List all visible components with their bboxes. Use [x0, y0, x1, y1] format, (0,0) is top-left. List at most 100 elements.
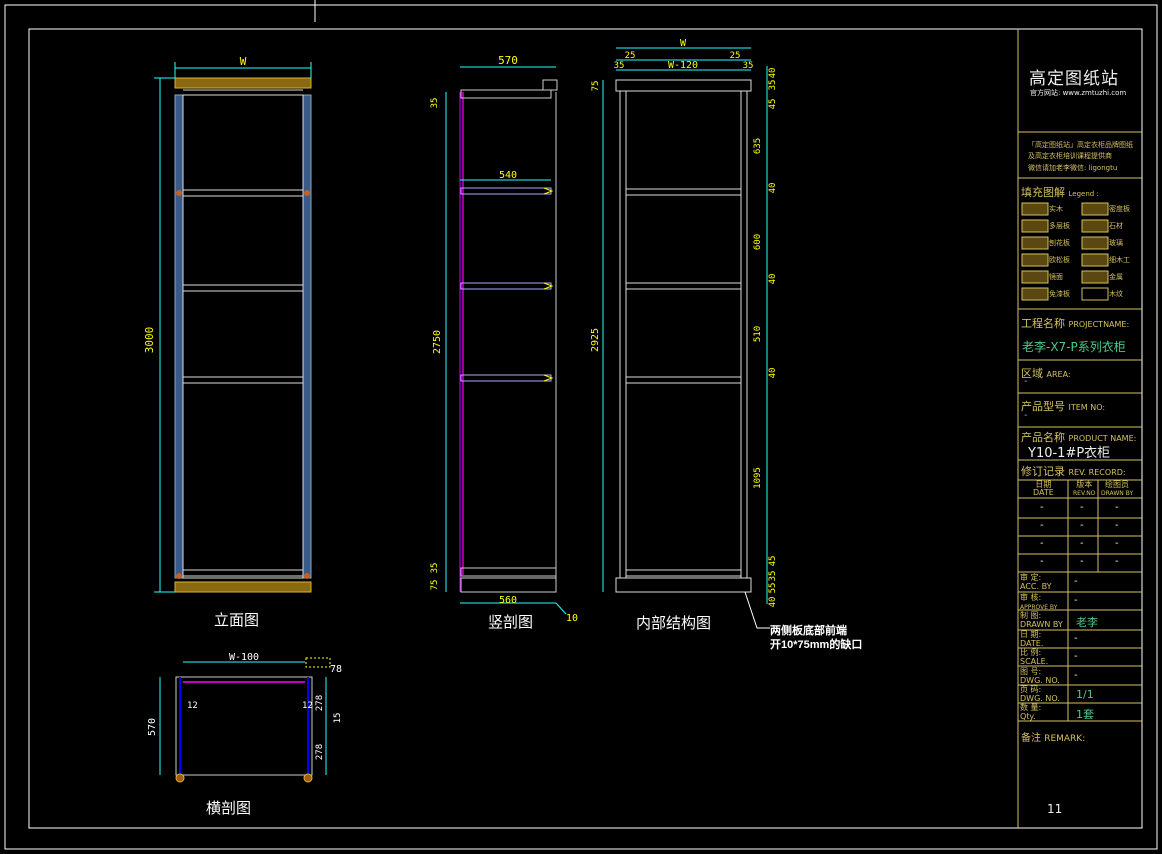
- field-qty-label: 数 量:Qty.: [1020, 703, 1042, 721]
- contact-line: 微信请加老李微信: ligongtu: [1028, 164, 1118, 172]
- field-dwg-value: -: [1074, 670, 1078, 681]
- internal-width-dim: W: [680, 38, 687, 49]
- project-label: 工程名称 PROJECTNAME:: [1021, 317, 1130, 330]
- internal-shelf: [625, 376, 742, 384]
- remark-label: 备注 REMARK:: [1021, 733, 1086, 744]
- elevation-frame: [182, 94, 304, 579]
- section-depth-dim: 570: [498, 54, 518, 67]
- rev-cell: -: [1115, 556, 1119, 567]
- rev-cell: -: [1080, 538, 1084, 549]
- legend-label: 细木工: [1109, 256, 1130, 264]
- rev-label: 修订记录 REV. RECORD:: [1021, 465, 1126, 478]
- section-title: 竖剖图: [488, 613, 534, 631]
- plan-title: 横剖图: [206, 799, 252, 817]
- rev-cell: -: [1115, 520, 1119, 531]
- internal-view: W 25 25 35 W-120 35 2925 75 40 35 45 635…: [590, 38, 862, 651]
- outer-frame: [4, 4, 1158, 850]
- field-acc-label: 审 定:ACC. BY: [1020, 573, 1052, 591]
- internal-right-side: [740, 90, 748, 579]
- elevation-shelf: [182, 189, 304, 197]
- internal-shelf: [625, 569, 742, 577]
- page-number: 11: [1047, 802, 1063, 816]
- promo-line-1: 「高定图纸站」高定衣柜品牌图纸: [1028, 141, 1133, 149]
- field-qty-value: 1套: [1076, 708, 1094, 721]
- field-dwg-label: 图 号:DWG. NO.: [1020, 667, 1060, 685]
- project-name: 老李-X7-P系列衣柜: [1022, 340, 1126, 354]
- section-bottom2-dim: 75: [430, 580, 440, 591]
- rev-cell: -: [1080, 520, 1084, 531]
- field-scale-label: 比 例:SCALE.: [1020, 648, 1049, 666]
- elevation-width-dim: W: [240, 55, 247, 68]
- plan-d78-dim: 78: [330, 664, 342, 675]
- field-acc-value: -: [1074, 576, 1078, 587]
- internal-left25-dim: 25: [625, 51, 636, 61]
- internal-d40d-dim: 40: [768, 368, 778, 379]
- rev-cell: -: [1115, 538, 1119, 549]
- internal-right35-dim: 35: [743, 61, 754, 71]
- internal-d600-dim: 600: [753, 234, 763, 250]
- legend-label: 金属: [1109, 273, 1123, 281]
- section-top-dim: 35: [430, 98, 440, 109]
- internal-left35-dim: 35: [614, 61, 625, 71]
- section-shelf: [460, 187, 552, 195]
- section-base: [460, 577, 557, 593]
- section-shelf: [460, 374, 552, 382]
- section-offset-dim: 10: [566, 613, 578, 624]
- internal-d45b-dim: 45: [768, 556, 778, 567]
- legend-label: 玻璃: [1109, 239, 1123, 247]
- legend-label: 刨花板: [1049, 239, 1070, 247]
- legend-label: 欧松板: [1049, 256, 1070, 264]
- section-inner-depth-dim: 540: [499, 170, 517, 181]
- promo-line-2: 及高定衣柜培训课程提供商: [1028, 152, 1112, 160]
- area-label: 区域 AREA:: [1021, 367, 1071, 380]
- internal-d45a-dim: 45: [768, 99, 778, 110]
- plan-width-dim: W-100: [229, 652, 259, 663]
- legend-label: 免漆板: [1049, 290, 1070, 298]
- legend-label: 镜面: [1049, 273, 1063, 281]
- item-label: 产品型号 ITEM NO:: [1021, 400, 1106, 413]
- internal-d35a-dim: 35: [768, 80, 778, 91]
- rev-cell: -: [1040, 502, 1044, 513]
- plan-view: W-100 78 570 12 12 278 15 278: [147, 652, 343, 783]
- elevation-shelf: [182, 376, 304, 384]
- inner-frame: [28, 28, 1143, 829]
- section-bottom-depth-dim: 560: [499, 595, 517, 606]
- brand-name: 高定图纸站: [1029, 69, 1119, 89]
- internal-d40b-dim: 40: [768, 183, 778, 194]
- field-page-value: 1/1: [1076, 688, 1094, 701]
- legend-label: 密度板: [1109, 205, 1130, 213]
- note-line-1: 两侧板底部前端: [770, 623, 847, 637]
- elevation-title: 立面图: [214, 611, 260, 629]
- legend-label: 木纹: [1109, 290, 1123, 298]
- section-height-dim: 2750: [432, 330, 443, 354]
- internal-innerw-dim: W-120: [668, 60, 698, 71]
- internal-right25-dim: 25: [730, 51, 741, 61]
- elevation-top-panel: [174, 77, 312, 89]
- product-name: Y10-1#P衣柜: [1028, 446, 1111, 461]
- elevation-right-post: [302, 94, 312, 579]
- rev-cell: -: [1040, 538, 1044, 549]
- legend-title: 填充图解 Legend :: [1021, 186, 1099, 199]
- internal-d75-dim: 75: [591, 81, 601, 92]
- internal-top-panel: [615, 79, 752, 92]
- internal-d35b-dim: 35: [768, 571, 778, 582]
- product-label: 产品名称 PRODUCT NAME:: [1021, 431, 1137, 444]
- section-bottom-shelf: [460, 567, 557, 577]
- elevation-left-post: [174, 94, 184, 579]
- section-top-shelf: [460, 89, 552, 99]
- internal-title: 内部结构图: [636, 614, 712, 632]
- field-page-label: 页 码:DWG. NO.: [1020, 685, 1060, 703]
- elevation-shelf: [182, 284, 304, 292]
- field-drawn-value: 老李: [1076, 616, 1098, 629]
- field-drawn-label: 制 图:DRAWN BY: [1020, 611, 1063, 629]
- note-line-2: 开10*75mm的缺口: [770, 637, 862, 651]
- internal-d635-dim: 635: [753, 138, 763, 154]
- plan-d278a-dim: 278: [315, 695, 325, 711]
- internal-base-panel: [615, 577, 752, 593]
- plan-d12b-dim: 12: [302, 701, 313, 711]
- rev-cell: -: [1080, 556, 1084, 567]
- internal-d40e-dim: 40: [768, 597, 778, 608]
